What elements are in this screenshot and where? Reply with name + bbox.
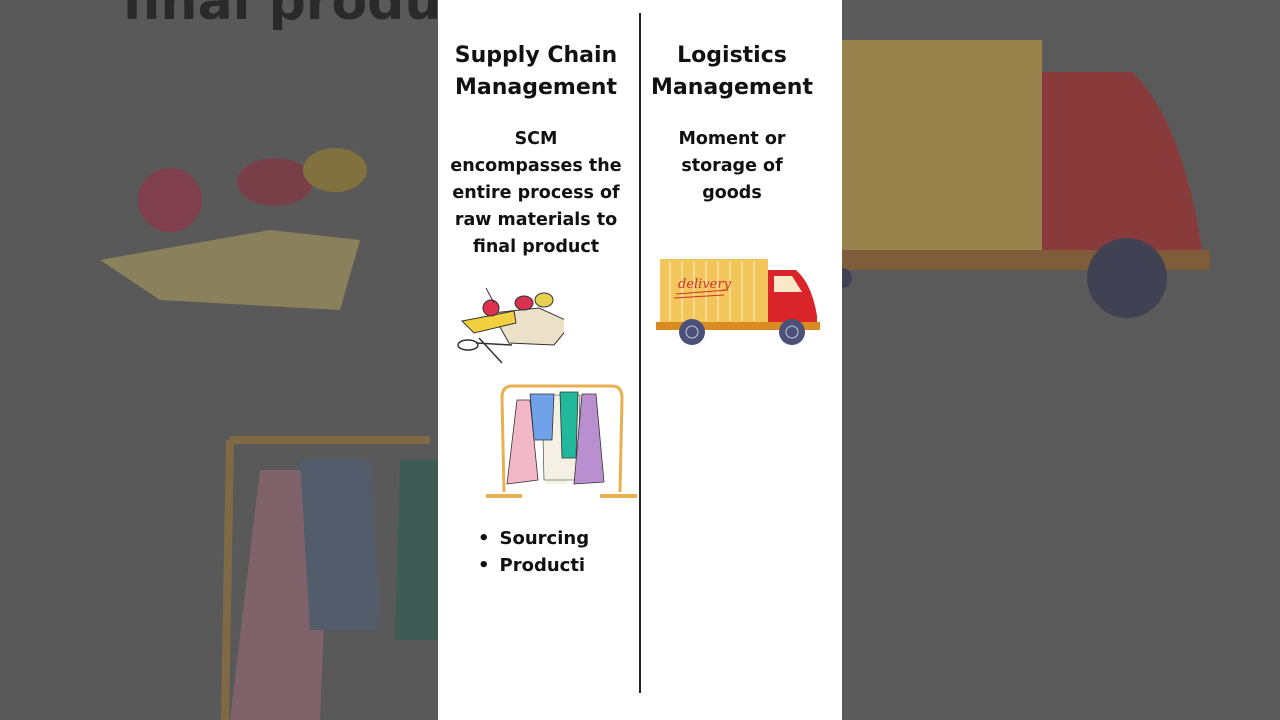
truck-label: delivery: [678, 277, 732, 292]
background-text: final produ: [122, 0, 438, 32]
sewing-illustration-blurred: [100, 148, 438, 720]
bullet-item: Sourcing: [478, 525, 590, 552]
logistics-title: Logistics Management: [651, 43, 813, 100]
scm-column: Supply Chain Management SCM encompasses …: [436, 40, 636, 261]
column-divider: [639, 13, 641, 693]
scm-title: Supply Chain Management: [454, 43, 618, 100]
blurred-background-right: [842, 0, 1280, 720]
bullet-item: Producti: [478, 552, 589, 579]
clothes-rack-icon: [486, 384, 637, 498]
scm-bullet-list: Sourcing Producti: [478, 525, 590, 579]
logistics-column: Logistics Management Moment or storage o…: [632, 40, 832, 207]
blurred-background-left: final produ: [0, 0, 438, 720]
logistics-description: Moment or storage of goods: [678, 129, 786, 203]
scm-description: SCM encompasses the entire process of ra…: [450, 129, 622, 257]
sewing-icon: [457, 287, 564, 364]
delivery-truck-icon: delivery: [656, 259, 820, 345]
slide: Supply Chain Management SCM encompasses …: [438, 0, 842, 720]
truck-illustration-blurred: [842, 40, 1210, 318]
